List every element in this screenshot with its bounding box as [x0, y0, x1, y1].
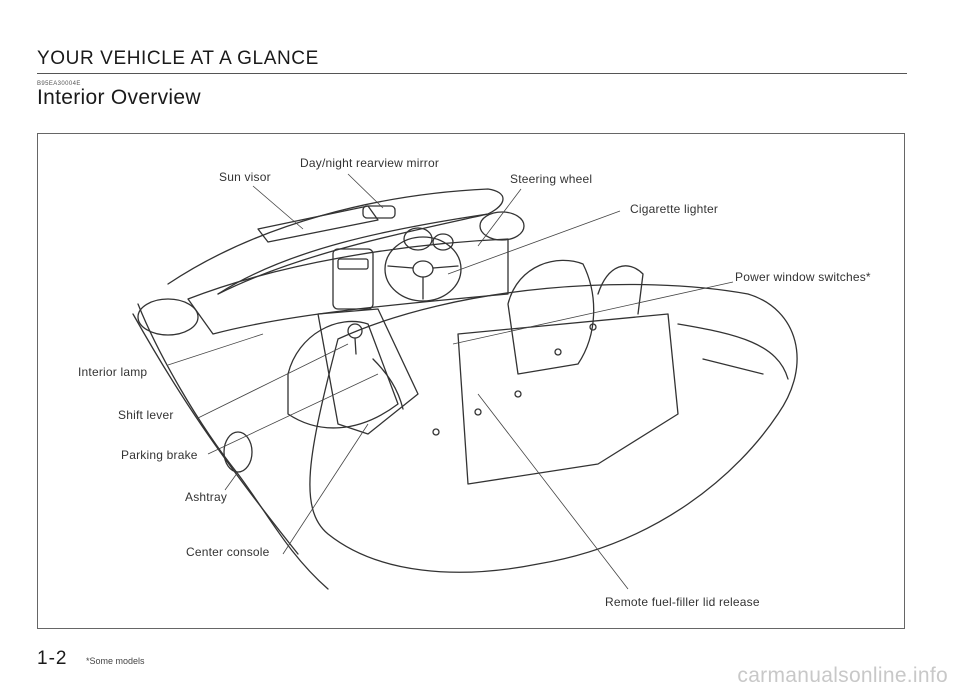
callout-shift-lever: Shift lever	[118, 408, 174, 422]
center-console-shape	[317, 308, 419, 435]
driver-seat	[287, 320, 399, 429]
callout-sun-visor: Sun visor	[219, 170, 271, 184]
interior-overview-illustration: Sun visor Day/night rearview mirror Stee…	[37, 133, 905, 629]
watermark: carmanualsonline.info	[737, 664, 948, 687]
right-side-mirror	[479, 211, 525, 241]
rearview-mirror	[362, 205, 396, 219]
callout-parking-brake: Parking brake	[121, 448, 198, 462]
document-code: B95EA30004E	[37, 81, 81, 87]
page-title: Interior Overview	[37, 86, 201, 109]
page-number: 1-2	[37, 648, 68, 669]
callout-cigarette-lighter: Cigarette lighter	[630, 202, 719, 216]
car-interior-drawing	[132, 173, 798, 590]
tonneau-area	[457, 313, 679, 485]
callout-rearview-mirror: Day/night rearview mirror	[300, 156, 440, 170]
windshield-frame	[167, 188, 504, 295]
dashboard	[187, 238, 509, 335]
left-door	[137, 303, 329, 590]
header-divider	[37, 73, 907, 74]
callout-ashtray: Ashtray	[185, 490, 228, 504]
section-title: YOUR VEHICLE AT A GLANCE	[37, 48, 319, 69]
passenger-seat	[507, 259, 595, 375]
callout-fuel-filler-release: Remote fuel-filler lid release	[605, 595, 760, 609]
footnote: *Some models	[86, 656, 145, 666]
sun-visor	[257, 205, 379, 243]
callout-center-console: Center console	[186, 545, 270, 559]
rear-body-outline	[309, 283, 798, 573]
ashtray-shape	[223, 431, 253, 473]
center-stack	[332, 248, 374, 310]
callout-interior-lamp: Interior lamp	[78, 365, 148, 379]
callout-power-window-switches: Power window switches*	[735, 270, 871, 284]
left-side-mirror	[137, 298, 199, 336]
callout-steering-wheel: Steering wheel	[510, 172, 593, 186]
parking-brake-lever	[372, 358, 404, 410]
